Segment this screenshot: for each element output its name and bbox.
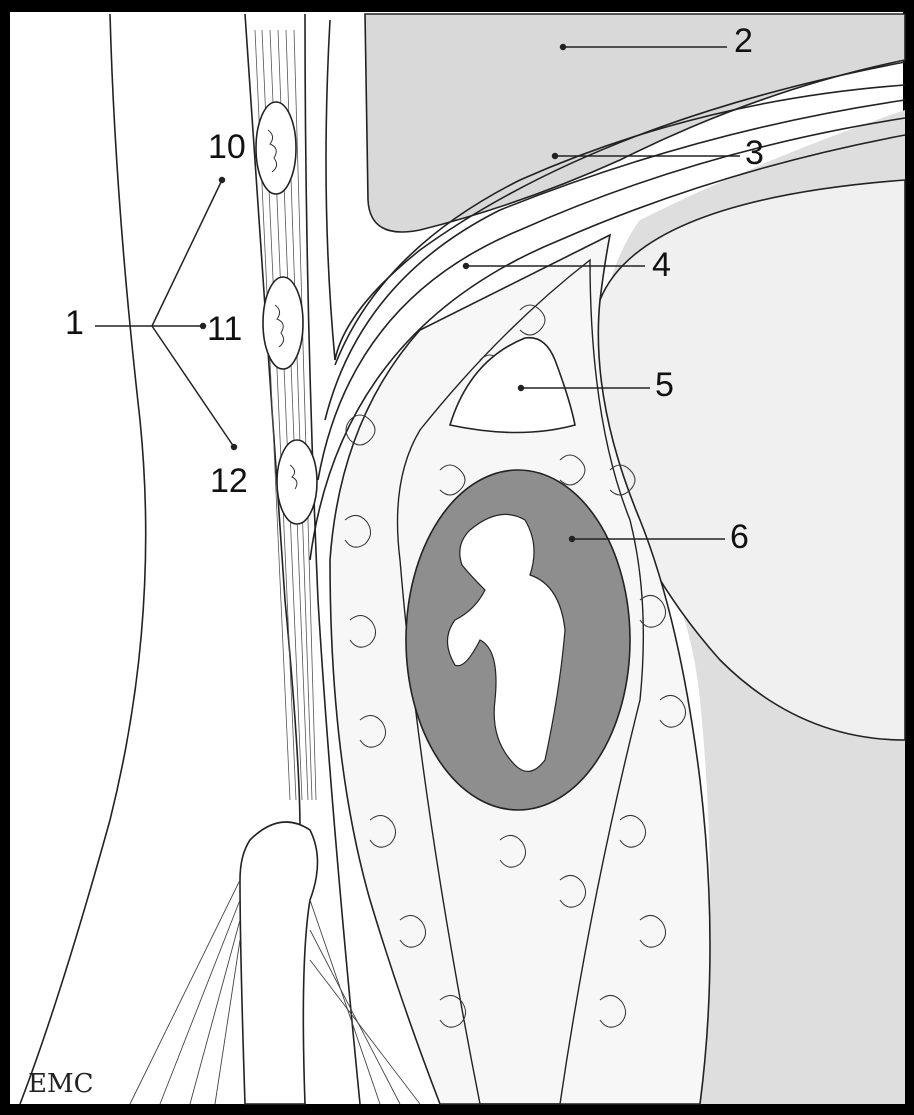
label-12: 12 [210,462,248,500]
label-5: 5 [655,366,674,404]
label-4: 4 [652,246,671,284]
label-2: 2 [734,22,753,60]
label-1: 1 [65,304,84,342]
label-3: 3 [745,134,764,172]
artist-signature: EMC [28,1069,94,1099]
label-10: 10 [208,128,246,166]
label-11: 11 [207,310,242,348]
node-11 [263,277,303,369]
label-6: 6 [730,518,749,556]
node-10 [256,102,296,194]
